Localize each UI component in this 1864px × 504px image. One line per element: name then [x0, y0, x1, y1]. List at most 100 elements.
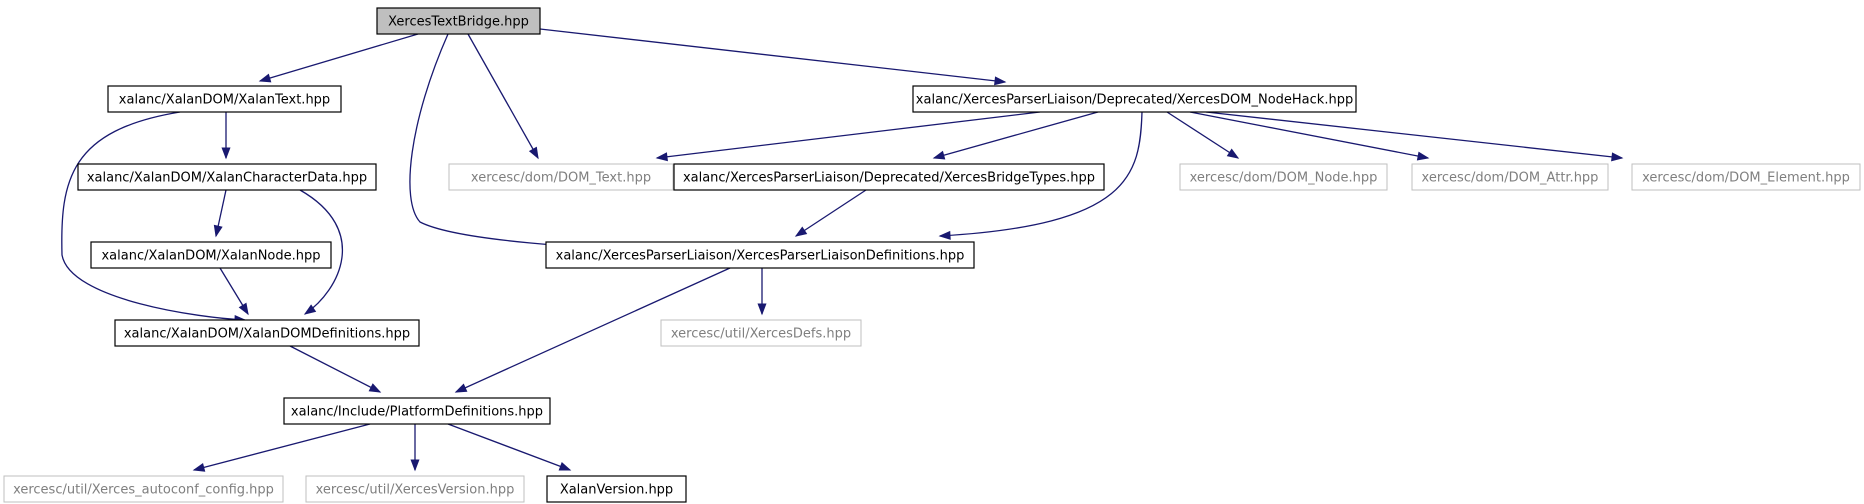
edge-line	[1205, 111, 1623, 159]
node-label: xalanc/XercesParserLiaison/Deprecated/Xe…	[683, 171, 1095, 186]
node-domelement: xercesc/dom/DOM_Element.hpp	[1631, 163, 1861, 191]
node-label: xercesc/util/XercesVersion.hpp	[316, 483, 515, 498]
node-platformdefs[interactable]: xalanc/Include/PlatformDefinitions.hpp	[283, 397, 551, 425]
node-box	[114, 319, 420, 347]
arrowhead-icon	[794, 226, 808, 237]
node-label: XalanVersion.hpp	[560, 483, 673, 498]
node-box	[3, 475, 284, 503]
node-box	[546, 475, 687, 503]
node-label: xercesc/dom/DOM_Text.hpp	[471, 171, 651, 186]
node-chardata[interactable]: xalanc/XalanDOM/XalanCharacterData.hpp	[77, 163, 377, 191]
edge-liaisondefs-to-platformdefs	[454, 267, 731, 393]
edge-line	[933, 111, 1099, 159]
node-box	[376, 7, 541, 35]
edge-nodehack-to-domattr	[1189, 111, 1430, 161]
node-xercesdefs: xercesc/util/XercesDefs.hpp	[660, 319, 862, 347]
edge-root-to-domtext	[467, 33, 539, 160]
arrowhead-icon	[238, 302, 249, 316]
node-box	[1179, 163, 1388, 191]
node-box	[107, 85, 342, 113]
edge-line	[939, 111, 1143, 237]
node-label: xalanc/XercesParserLiaison/Deprecated/Xe…	[916, 93, 1353, 108]
edge-root-to-nodehack	[539, 28, 1007, 86]
arrowhead-icon	[213, 224, 223, 238]
node-box	[1411, 163, 1609, 191]
node-box	[673, 163, 1105, 191]
node-box	[77, 163, 377, 191]
node-domdefs[interactable]: xalanc/XalanDOM/XalanDOMDefinitions.hpp	[114, 319, 420, 347]
node-label: xercesc/dom/DOM_Element.hpp	[1642, 171, 1850, 186]
arrowhead-icon	[655, 152, 668, 162]
edge-root-to-liaisondefs	[409, 33, 722, 257]
edge-liaisondefs-to-xercesdefs	[757, 268, 767, 316]
node-xalantext[interactable]: xalanc/XalanDOM/XalanText.hpp	[107, 85, 342, 113]
arrowhead-icon	[932, 150, 946, 160]
node-xalanversion[interactable]: XalanVersion.hpp	[546, 475, 687, 503]
edge-line	[1166, 111, 1239, 159]
arrowhead-icon	[258, 73, 272, 83]
node-box	[545, 241, 975, 269]
edge-nodehack-to-domtext	[655, 111, 1041, 162]
node-label: XercesTextBridge.hpp	[388, 15, 529, 30]
arrowhead-icon	[454, 383, 468, 393]
edge-chardata-to-domdefs	[299, 189, 344, 315]
edge-line	[61, 111, 246, 321]
arrowhead-icon	[1226, 148, 1240, 159]
edge-line	[455, 267, 731, 393]
edge-nodehack-to-bridgetypes	[932, 111, 1099, 160]
node-nodehack[interactable]: xalanc/XercesParserLiaison/Deprecated/Xe…	[912, 85, 1357, 113]
node-label: xalanc/XercesParserLiaison/XercesParserL…	[556, 249, 965, 264]
node-label: xercesc/dom/DOM_Node.hpp	[1190, 171, 1378, 186]
edge-platformdefs-to-autoconf	[192, 423, 371, 472]
arrowhead-icon	[410, 459, 420, 472]
edge-bridgetypes-to-liaisondefs	[794, 189, 867, 237]
arrowhead-icon	[1416, 151, 1430, 161]
edge-line	[1189, 111, 1429, 159]
node-label: xalanc/XalanDOM/XalanNode.hpp	[101, 249, 320, 264]
node-label: xalanc/XalanDOM/XalanText.hpp	[119, 93, 330, 108]
edges-layer	[61, 28, 1624, 472]
node-domnode: xercesc/dom/DOM_Node.hpp	[1179, 163, 1388, 191]
arrowhead-icon	[303, 304, 317, 315]
edge-line	[467, 33, 539, 159]
edge-chardata-to-xalannode	[213, 189, 227, 238]
edge-line	[299, 189, 344, 315]
arrowhead-icon	[221, 147, 231, 160]
edge-line	[539, 28, 1006, 83]
node-label: xercesc/util/Xerces_autoconf_config.hpp	[13, 483, 274, 498]
edge-domdefs-to-platformdefs	[289, 345, 382, 393]
node-label: xalanc/XalanDOM/XalanCharacterData.hpp	[87, 171, 367, 186]
edge-line	[289, 345, 381, 393]
node-box	[305, 475, 525, 503]
edge-line	[795, 189, 867, 237]
edge-xalantext-to-domdefs	[61, 111, 247, 325]
arrowhead-icon	[368, 383, 382, 393]
node-liaisondefs[interactable]: xalanc/XercesParserLiaison/XercesParserL…	[545, 241, 975, 269]
node-label: xalanc/XalanDOM/XalanDOMDefinitions.hpp	[124, 327, 410, 342]
node-label: xercesc/util/XercesDefs.hpp	[671, 327, 851, 342]
node-label: xercesc/dom/DOM_Attr.hpp	[1422, 171, 1599, 186]
arrowhead-icon	[1611, 152, 1624, 162]
node-bridgetypes[interactable]: xalanc/XercesParserLiaison/Deprecated/Xe…	[673, 163, 1105, 191]
node-box	[90, 241, 332, 269]
node-box	[448, 163, 674, 191]
edge-line	[193, 423, 371, 471]
node-box	[912, 85, 1357, 113]
edge-nodehack-to-liaisondefs	[938, 111, 1143, 240]
arrowhead-icon	[528, 146, 539, 160]
edge-root-to-xalantext	[258, 33, 419, 83]
node-box	[660, 319, 862, 347]
edge-nodehack-to-domelement	[1205, 111, 1624, 162]
edge-platformdefs-to-xalanversion	[447, 423, 572, 471]
node-label: xalanc/Include/PlatformDefinitions.hpp	[291, 405, 543, 420]
node-xalannode[interactable]: xalanc/XalanDOM/XalanNode.hpp	[90, 241, 332, 269]
arrowhead-icon	[558, 462, 572, 471]
node-domtext: xercesc/dom/DOM_Text.hpp	[448, 163, 674, 191]
edge-xalannode-to-domdefs	[219, 267, 249, 316]
arrowhead-icon	[757, 303, 767, 316]
edge-line	[409, 33, 721, 253]
node-autoconf: xercesc/util/Xerces_autoconf_config.hpp	[3, 475, 284, 503]
edge-platformdefs-to-xercesversion	[410, 424, 420, 472]
node-root[interactable]: XercesTextBridge.hpp	[376, 7, 541, 35]
